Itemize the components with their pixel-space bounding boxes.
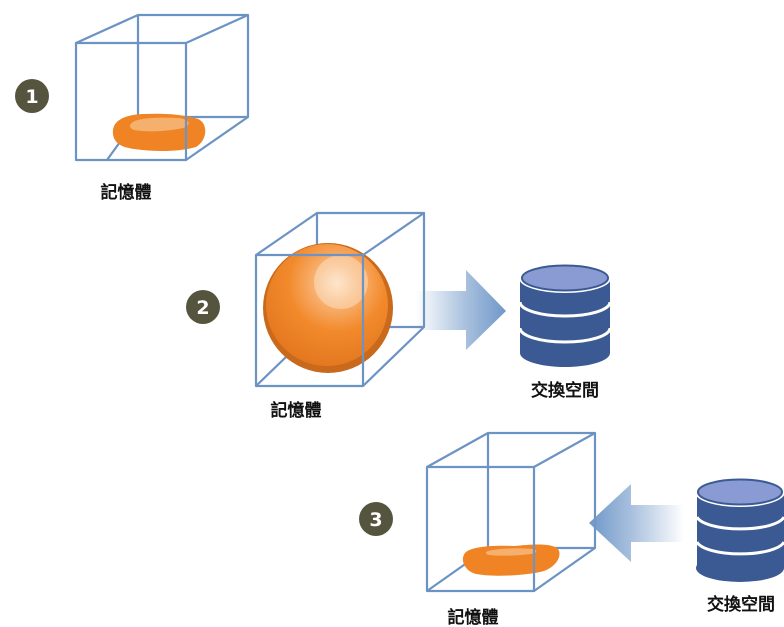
step-2-swap-label: 交換空間	[531, 380, 599, 401]
step-3-memory-content-blob	[462, 544, 560, 576]
step-2-memory-cube	[254, 211, 426, 388]
step-1-memory-cube	[74, 13, 250, 162]
cube-top-face	[426, 431, 597, 468]
step-1: 1 記憶體	[15, 13, 250, 203]
cube-top-face	[75, 13, 250, 45]
step-2-number: 2	[196, 297, 209, 319]
step-2-badge: 2	[186, 290, 220, 324]
step-2-memory-label: 記憶體	[271, 400, 322, 421]
step-3-arrow-left-icon	[589, 484, 684, 562]
step-3-badge: 3	[359, 502, 393, 536]
cube-right-face	[533, 433, 597, 592]
step-3-swap-disk-icon	[695, 477, 784, 582]
step-1-memory-content-blob	[112, 113, 206, 152]
step-1-badge: 1	[15, 79, 49, 113]
step-3-swap-label: 交換空間	[707, 594, 775, 615]
step-3-memory-cube	[425, 431, 597, 593]
cube-top-face	[255, 211, 426, 256]
step-2: 2 記憶體	[186, 211, 612, 421]
step-3-number: 3	[369, 509, 382, 531]
cube-right-face	[185, 15, 250, 161]
step-2-arrow-right-icon	[416, 270, 506, 350]
step-3: 3 記憶體 交換空間	[359, 431, 784, 627]
step-1-badge-circle	[15, 79, 49, 113]
step-3-memory-label: 記憶體	[448, 607, 499, 627]
step-2-memory-content-sphere	[263, 243, 393, 373]
step-1-memory-label: 記憶體	[101, 182, 152, 203]
step-3-badge-circle	[359, 502, 393, 536]
step-2-swap-disk-icon	[518, 263, 612, 367]
step-1-number: 1	[25, 86, 38, 108]
step-2-badge-circle	[186, 290, 220, 324]
